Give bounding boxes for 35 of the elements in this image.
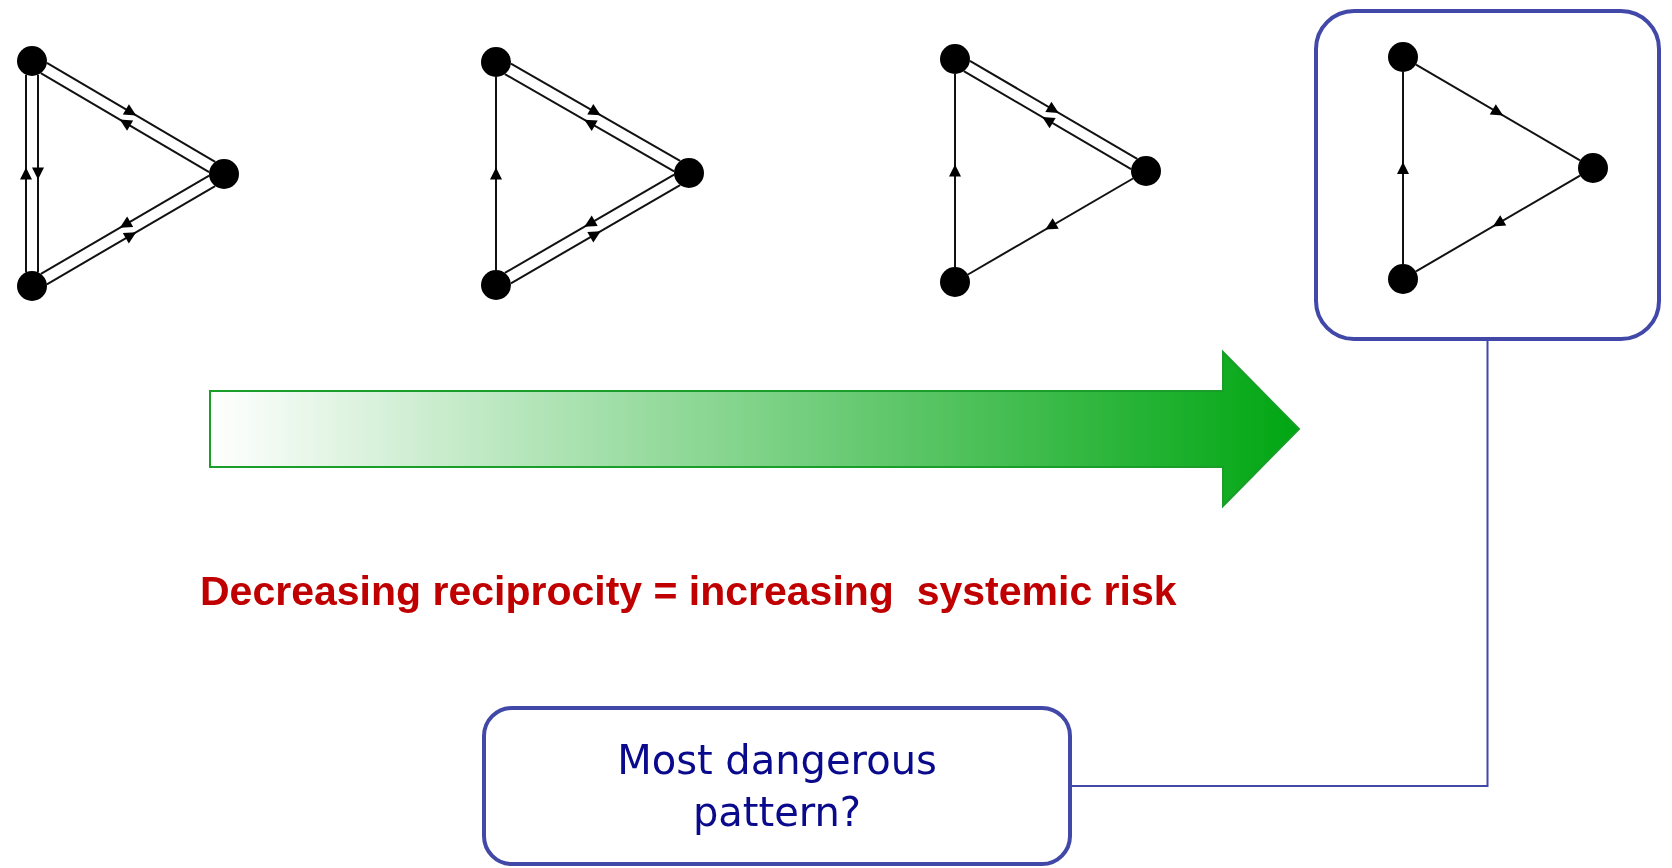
- arrow: [1415, 63, 1581, 162]
- arrow: [503, 173, 676, 274]
- arrow: [509, 184, 682, 285]
- graph-node: [17, 46, 47, 76]
- graph-node: [1131, 156, 1161, 186]
- graph-node: [674, 158, 704, 188]
- box-text: Most dangerous pattern?: [616, 736, 938, 837]
- graph-node: [209, 159, 239, 189]
- statement-text: Decreasing reciprocity = increasing systemic risk: [200, 568, 1177, 615]
- graph-node: [17, 271, 47, 301]
- arrow: [20, 73, 32, 274]
- graph-node: [481, 270, 511, 300]
- arrow: [968, 59, 1139, 160]
- arrow: [1415, 174, 1581, 273]
- graph-node: [940, 44, 970, 74]
- graph-node: [1578, 153, 1608, 183]
- arrow: [503, 73, 676, 173]
- arrow: [39, 174, 211, 275]
- arrow: [32, 73, 44, 274]
- arrow: [45, 185, 217, 286]
- graph-node: [1388, 264, 1418, 294]
- arrow: [949, 73, 961, 268]
- arrow: [967, 177, 1134, 276]
- arrow: [1397, 71, 1409, 265]
- highlight-frame: [1314, 9, 1661, 341]
- arrow: [45, 61, 217, 163]
- arrow: [39, 72, 211, 174]
- graph-node: [481, 47, 511, 77]
- connector-line: [1071, 340, 1489, 787]
- arrow: [490, 76, 502, 271]
- graph-node: [1388, 42, 1418, 72]
- text-box: [482, 706, 1072, 866]
- graph-node: [940, 267, 970, 297]
- arrow: [962, 70, 1133, 171]
- arrow: [509, 62, 682, 162]
